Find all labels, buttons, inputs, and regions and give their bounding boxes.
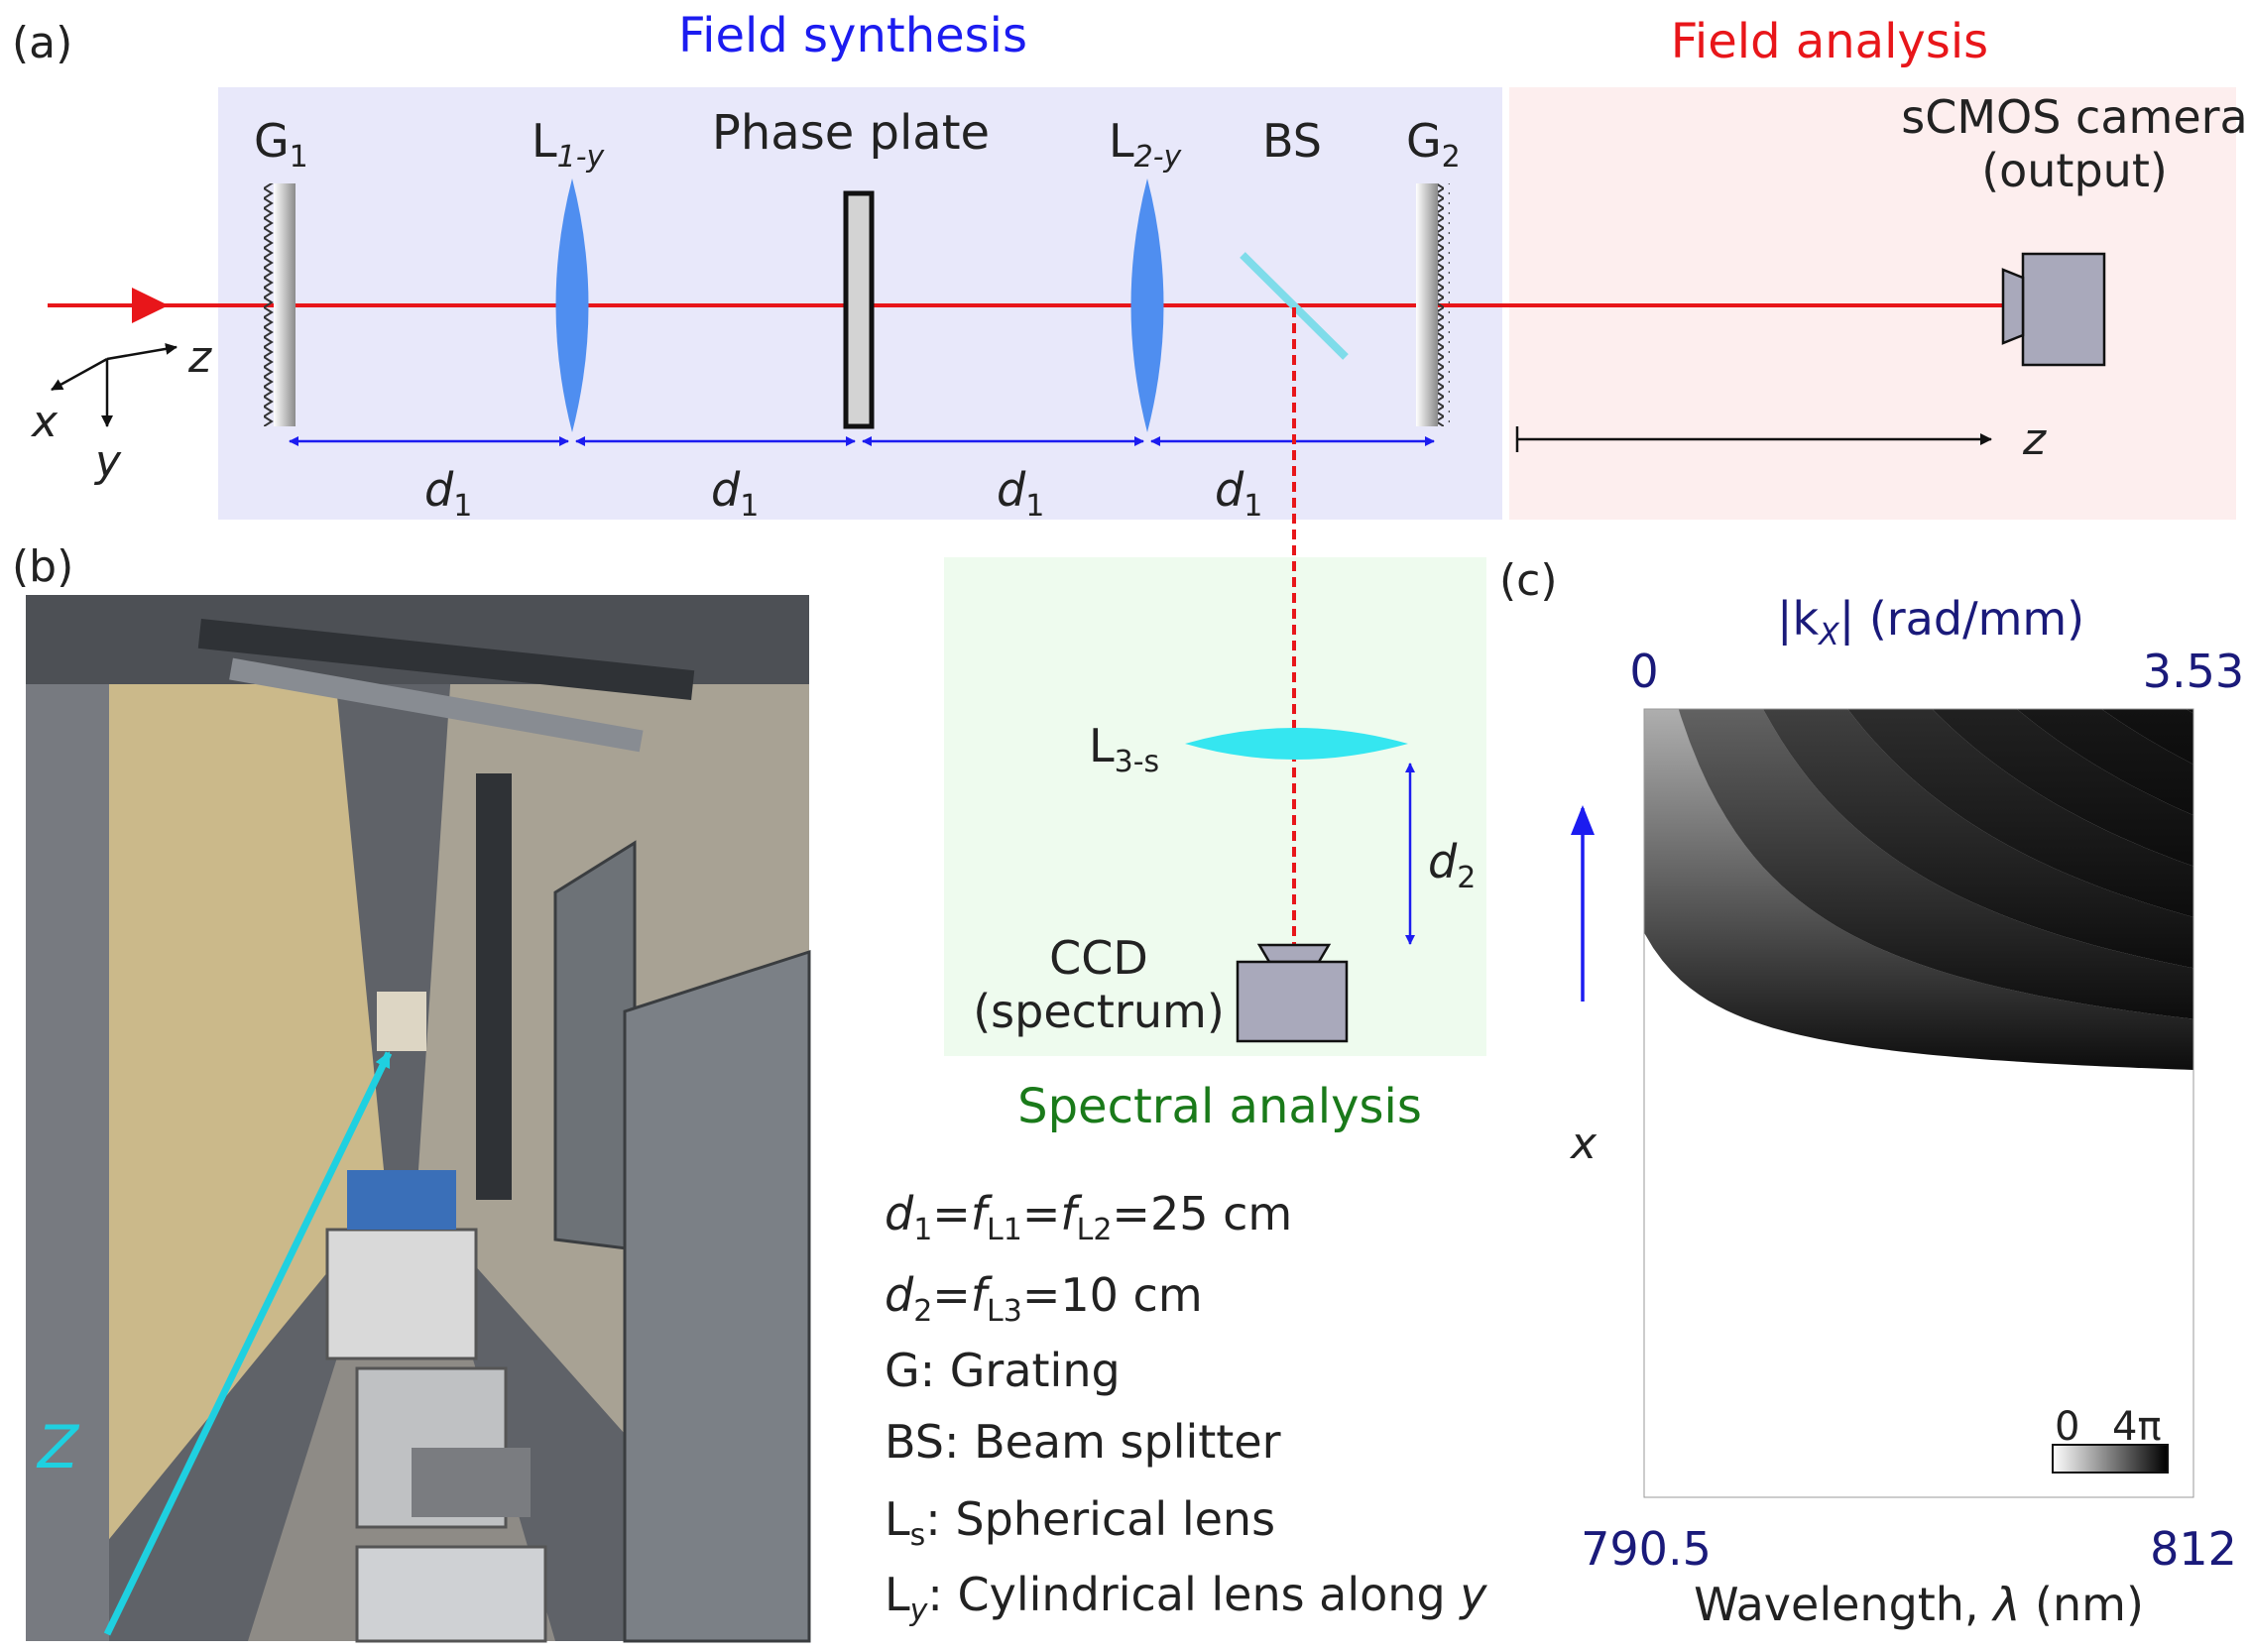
legend-line6: Ly: Cylindrical lens along y: [885, 1568, 1487, 1628]
plot-top-min: 0: [1629, 645, 1658, 698]
field-synthesis-title: Field synthesis: [678, 8, 1027, 63]
field-analysis-title: Field analysis: [1671, 14, 1988, 69]
panel-label-c: (c): [1499, 555, 1558, 606]
colorbar-min: 0: [2055, 1404, 2079, 1450]
label-camera-line2: (output): [1981, 144, 2168, 197]
label-l1: L1-y: [532, 114, 606, 175]
phase-fringe-band: [1847, 709, 2193, 917]
legend-line3: G: Grating: [885, 1344, 1121, 1397]
label-l2: L2-y: [1109, 114, 1183, 175]
grating-g1: [264, 183, 296, 426]
label-d2: d2: [1428, 835, 1476, 895]
phase-fringe-band: [2101, 709, 2193, 765]
legend-line5: Ls: Spherical lens: [885, 1492, 1275, 1553]
phase-fringe-band: [1644, 709, 2193, 1070]
cylindrical-lens-l1: [555, 178, 589, 432]
plot-vertical-axis-arrow: [1571, 805, 1595, 835]
coordinate-triad: [51, 342, 178, 427]
label-ccd-line1: CCD: [1049, 931, 1148, 985]
plot-xlabel: Wavelength, λ (nm): [1694, 1578, 2144, 1631]
panel-label-b: (b): [12, 541, 73, 592]
corridor-photo: [26, 595, 811, 1643]
label-g1: G1: [254, 114, 308, 175]
spectral-analysis-box: [944, 557, 1486, 1056]
label-axis-z: z: [187, 332, 212, 383]
plot-top-axis-label: |kX| (rad/mm): [1777, 592, 2084, 652]
plot-vertical-axis-label: x: [1569, 1119, 1598, 1169]
legend-line4: BS: Beam splitter: [885, 1415, 1281, 1469]
label-ccd-line2: (spectrum): [973, 985, 1225, 1038]
label-camera-line1: sCMOS camera: [1901, 90, 2248, 144]
phase-map: [1644, 709, 2193, 1497]
label-d1-4: d1: [1215, 463, 1262, 524]
panel-label-a: (a): [12, 18, 72, 68]
colorbar: [2052, 1444, 2169, 1474]
z-propagation-axis: [1515, 426, 1992, 452]
spherical-lens-l3: [1185, 728, 1408, 760]
label-photo-z: Z: [36, 1413, 80, 1482]
plot-bottom-max: 812: [2150, 1522, 2237, 1576]
plot-bottom-min: 790.5: [1581, 1522, 1712, 1576]
colorbar-max: 4π: [2112, 1404, 2162, 1450]
label-bs: BS: [1262, 114, 1322, 168]
label-l3: L3-s: [1089, 719, 1159, 779]
legend-line2: d2=fL3=10 cm: [885, 1268, 1203, 1329]
cylindrical-lens-l2: [1130, 178, 1164, 432]
phase-map-frame: [1643, 708, 2194, 1498]
z-direction-arrow: [103, 1051, 393, 1636]
label-axis-y: y: [93, 436, 122, 487]
label-g2: G2: [1406, 114, 1461, 175]
label-z-analysis: z: [2022, 414, 2047, 465]
label-d1-1: d1: [424, 463, 472, 524]
beam-splitter: [1240, 252, 1349, 360]
phase-plate: [843, 190, 875, 429]
legend: d1=fL1=fL2=25 cm d2=fL3=10 cm G: Grating…: [885, 1187, 1487, 1628]
label-phase-plate: Phase plate: [712, 105, 990, 161]
label-axis-x: x: [30, 397, 59, 447]
label-d1-3: d1: [997, 463, 1044, 524]
phase-center-line: [1644, 1083, 2193, 1100]
phase-fringe-band: [2016, 709, 2193, 816]
plot-top-max: 3.53: [2143, 645, 2244, 698]
beam-direction-arrow: [132, 288, 169, 323]
label-d1-2: d1: [711, 463, 759, 524]
phase-fringe-band: [1678, 709, 2193, 1019]
phase-fringe-band: [1762, 709, 2193, 969]
spectral-analysis-title: Spectral analysis: [1017, 1079, 1422, 1134]
scmos-camera: [2001, 252, 2106, 367]
ccd-camera: [1236, 943, 1349, 1043]
phase-fringe-band: [1932, 709, 2193, 867]
grating-g2: [1416, 183, 1450, 426]
phase-fringe-band: [2186, 709, 2193, 714]
legend-line1: d1=fL1=fL2=25 cm: [885, 1187, 1292, 1247]
